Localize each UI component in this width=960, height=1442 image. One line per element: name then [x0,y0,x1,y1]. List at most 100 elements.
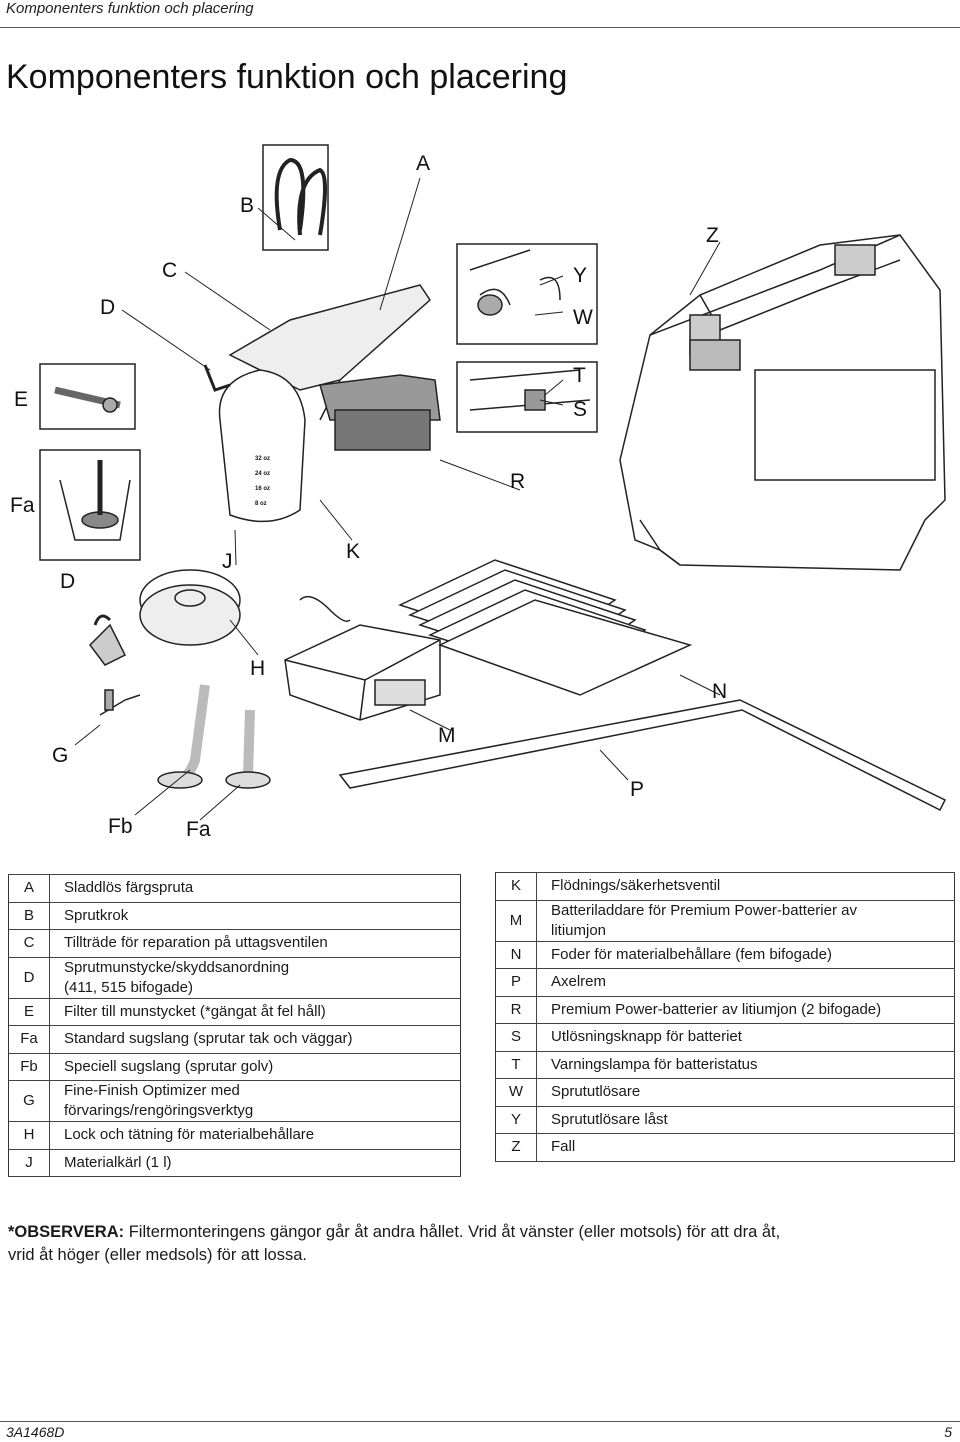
filter-inset [39,363,136,430]
legend-key: T [495,1050,537,1079]
legend-description: Axelrem [536,968,955,997]
spray-tip-illustration [89,614,127,666]
legend-key: W [495,1078,537,1107]
jar-mark-24: 24 oz [255,471,270,477]
callout-c: C [162,259,177,282]
legend-description: Sprututlösare låst [536,1105,955,1134]
legend-key: E [8,997,50,1026]
legend-description: Speciell sugslang (sprutar golv) [49,1052,461,1081]
callout-fa-tube: Fa [186,818,211,841]
legend-key: M [495,899,537,942]
legend-key: Fb [8,1052,50,1081]
charger-illustration [284,595,441,721]
legend-key: G [8,1080,50,1122]
callout-z: Z [706,224,719,247]
legend-description: Flödnings/säkerhetsventil [536,872,955,901]
legend-description: Lock och tätning för materialbehållare [49,1121,461,1150]
running-header: Komponenters funktion och placering [6,0,254,17]
legend-key: P [495,968,537,997]
callout-k: K [346,540,360,563]
note-label: *OBSERVERA: [8,1223,125,1241]
suction-tubes-illustration [157,684,271,789]
jar-mark-8: 8 oz [255,501,267,507]
sprayer-illustration: 32 oz 24 oz 16 oz 8 oz [203,144,441,523]
legend-key: J [8,1148,50,1177]
legend-key: Y [495,1105,537,1134]
legend-description: Sladdlös färgspruta [49,874,461,903]
callout-p: P [630,778,644,801]
lid-illustration [139,569,241,646]
legend-description: Varningslampa för batteristatus [536,1050,955,1079]
callout-g: G [52,744,68,767]
page-number: 5 [944,1424,952,1440]
callout-e: E [14,388,28,411]
callout-d: D [100,296,115,319]
legend-description: Fall [536,1133,955,1162]
callout-d-tip: D [60,570,75,593]
callout-n: N [712,680,727,703]
legend-description: Batteriladdare för Premium Power-batteri… [536,899,955,942]
callout-j: J [222,550,233,573]
legend-key: S [495,1023,537,1052]
legend-description: Fine-Finish Optimizer med förvarings/ren… [49,1080,461,1122]
legend-key: H [8,1121,50,1150]
callout-t: T [573,364,586,387]
doc-number: 3A1468D [6,1424,65,1440]
note-line-1: Filtermonteringens gängor går åt andra h… [124,1223,781,1241]
legend-description: Sprututlösare [536,1078,955,1107]
observe-note: *OBSERVERA: Filtermonteringens gängor gå… [8,1221,948,1267]
legend-key: A [8,874,50,903]
shoulder-strap-illustration [338,699,947,812]
liners-illustration [397,559,693,696]
legend-description: Sprutkrok [49,901,461,930]
case-illustration [619,234,946,571]
legend-key: K [495,872,537,901]
jar-mark-16: 16 oz [255,486,270,492]
battery-inset [456,361,598,433]
legend-key: D [8,956,50,999]
legend-description: Filter till munstycket (*gängat åt fel h… [49,997,461,1026]
callout-s: S [573,398,587,421]
jar-mark-32: 32 oz [255,456,270,462]
page-title: Komponenters funktion och placering [6,58,568,96]
legend-description: Foder för materialbehållare (fem bifogad… [536,940,955,969]
footer-rule [0,1421,960,1422]
legend-description: Materialkärl (1 l) [49,1148,461,1177]
note-line-2: vrid åt höger (eller medsols) för att lo… [8,1246,307,1264]
trigger-inset [456,243,598,345]
leader-lines [74,177,721,821]
component-diagram: 32 oz 24 oz 16 oz 8 oz [0,120,960,855]
header-rule [0,27,960,28]
legend-description: Standard sugslang (sprutar tak och vägga… [49,1025,461,1054]
callout-b: B [240,194,254,217]
callout-w: W [573,306,593,329]
legend-description: Premium Power-batterier av litiumjon (2 … [536,995,955,1024]
legend-key: B [8,901,50,930]
callout-fa: Fa [10,494,35,517]
legend-description: Tillträde för reparation på uttagsventil… [49,929,461,958]
legend-description: Utlösningsknapp för batteriet [536,1023,955,1052]
callout-y: Y [573,264,587,287]
legend-key: C [8,929,50,958]
